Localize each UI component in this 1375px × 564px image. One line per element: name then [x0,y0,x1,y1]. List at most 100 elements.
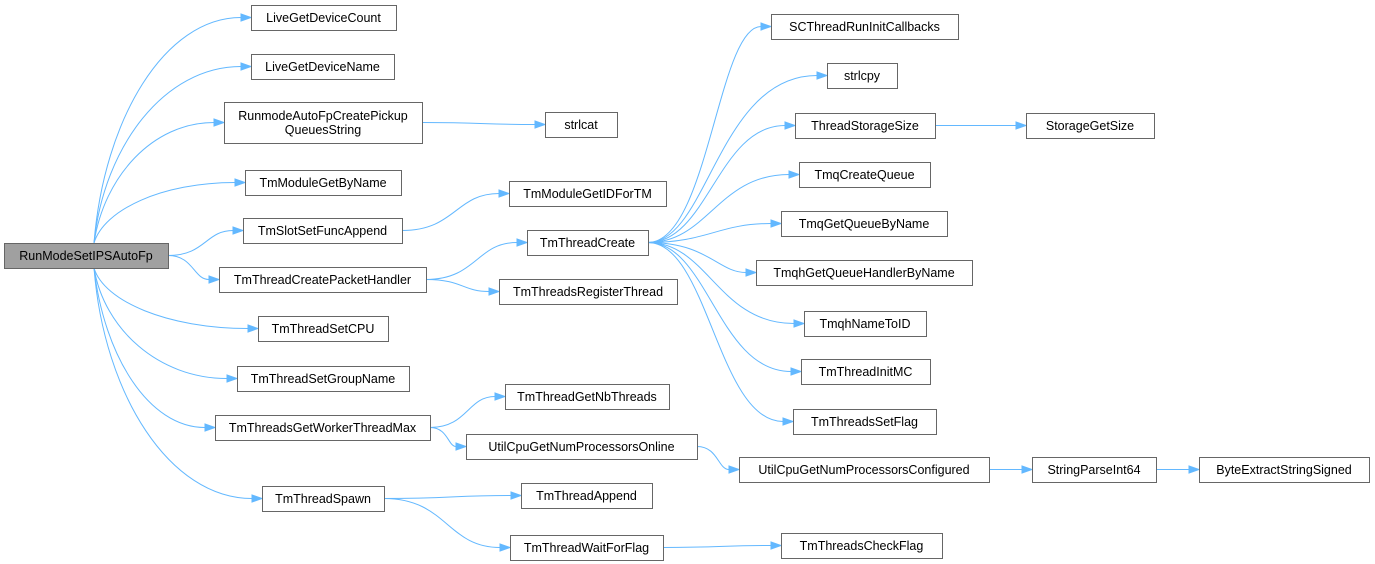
edge-line [93,182,236,244]
node-box [521,483,653,509]
node-sc-thread-run-init-callbacks[interactable]: SCThreadRunInitCallbacks [771,14,959,40]
node-tm-thread-append[interactable]: TmThreadAppend [521,483,653,509]
node-box [804,311,927,337]
edge-ttcph-to-ttrt [425,279,501,296]
node-box [756,260,973,286]
node-tm-threads-get-worker-thread-max[interactable]: TmThreadsGetWorkerThreadMax [215,415,431,441]
node-label: TmModuleGetIDForTM [523,187,652,201]
node-box [781,533,943,559]
edge-line [425,242,518,280]
node-tm-thread-spawn[interactable]: TmThreadSpawn [262,486,385,512]
edge-ucgnpo-to-ucgnpc [696,446,741,474]
edge-ttc-to-ttsf [647,242,795,426]
node-tmq-get-queue-by-name[interactable]: TmqGetQueueByName [781,211,948,237]
arrowhead-icon [793,319,806,328]
node-label: UtilCpuGetNumProcessorsConfigured [758,463,969,477]
arrowhead-icon [499,543,512,552]
node-tm-thread-create-packet-handler[interactable]: TmThreadCreatePacketHandler [219,267,427,293]
node-tm-thread-set-cpu[interactable]: TmThreadSetCPU [258,316,389,342]
edge-line [429,396,496,428]
node-util-cpu-get-num-processors-configured[interactable]: UtilCpuGetNumProcessorsConfigured [739,457,990,483]
edge-spi64-to-bess [1156,465,1201,474]
node-box [4,243,169,269]
edge-root-to-rafcp [93,118,226,244]
node-tm-thread-create[interactable]: TmThreadCreate [527,230,649,256]
node-box [793,409,937,435]
node-label: strlcpy [844,69,881,83]
edge-root-to-ttscpu [93,267,260,333]
node-box [799,162,931,188]
node-box [243,218,403,244]
edge-ttc-to-ttimc [647,242,803,376]
node-tm-threads-set-flag[interactable]: TmThreadsSetFlag [793,409,937,435]
node-box [827,63,898,89]
node-tm-threads-register-thread[interactable]: TmThreadsRegisterThread [499,279,678,305]
node-util-cpu-get-num-processors-online[interactable]: UtilCpuGetNumProcessorsOnline [466,434,698,460]
node-string-parse-int64[interactable]: StringParseInt64 [1032,457,1157,483]
node-box [262,486,385,512]
node-storage-get-size[interactable]: StorageGetSize [1026,113,1155,139]
node-label: TmThreadInitMC [819,365,913,379]
edge-root-to-tts [93,267,264,503]
node-tmqh-get-queue-handler-by-name[interactable]: TmqhGetQueueHandlerByName [756,260,973,286]
edge-ucgnpc-to-spi64 [989,465,1034,474]
node-tm-thread-init-mc[interactable]: TmThreadInitMC [801,359,931,385]
edge-ttc-to-strlcpy [647,71,829,243]
node-label: TmThreadSetCPU [272,322,375,336]
arrowhead-icon [534,120,547,129]
node-tm-module-get-id-for-tm[interactable]: TmModuleGetIDForTM [509,181,667,207]
node-strlcpy[interactable]: strlcpy [827,63,898,89]
arrowhead-icon [232,226,245,235]
edge-line [93,267,249,329]
node-live-get-device-count[interactable]: LiveGetDeviceCount [251,5,397,31]
node-run-mode-set-ips-auto-fp[interactable]: RunModeSetIPSAutoFp [4,243,169,269]
edge-line [425,279,490,292]
arrowhead-icon [745,268,758,277]
node-tm-thread-wait-for-flag[interactable]: TmThreadWaitForFlag [510,535,664,561]
edge-line [167,230,234,256]
arrowhead-icon [816,71,829,80]
node-label: TmSlotSetFuncAppend [258,224,387,238]
node-tmqh-name-to-id[interactable]: TmqhNameToID [804,311,927,337]
arrowhead-icon [240,62,253,71]
node-tm-slot-set-func-append[interactable]: TmSlotSetFuncAppend [243,218,403,244]
arrowhead-icon [1188,465,1201,474]
node-live-get-device-name[interactable]: LiveGetDeviceName [251,54,395,80]
edge-root-to-ttsgn [93,267,239,383]
edge-line [429,427,457,447]
node-label: TmThreadAppend [536,489,637,503]
edge-line [421,122,536,125]
node-label: StorageGetSize [1046,119,1134,133]
node-tmq-create-queue[interactable]: TmqCreateQueue [799,162,931,188]
node-box [545,112,618,138]
edge-line [93,267,228,379]
arrowhead-icon [788,170,801,179]
node-box [219,267,427,293]
node-tm-thread-get-nb-threads[interactable]: TmThreadGetNbThreads [505,384,670,410]
edge-ttc-to-tmqgqbn [647,219,783,243]
arrowhead-icon [510,491,523,500]
node-box [466,434,698,460]
edge-ttcph-to-ttc [425,238,529,280]
node-strlcat[interactable]: strlcat [545,112,618,138]
edge-ttc-to-tmqhgq [647,242,758,277]
node-box [215,415,431,441]
arrowhead-icon [204,423,217,432]
node-byte-extract-string-signed[interactable]: ByteExtractStringSigned [1199,457,1370,483]
node-tm-thread-set-group-name[interactable]: TmThreadSetGroupName [237,366,410,392]
node-label: ThreadStorageSize [811,119,919,133]
arrowhead-icon [784,121,797,130]
arrowhead-icon [770,219,783,228]
node-tm-module-get-by-name[interactable]: TmModuleGetByName [245,170,402,196]
edge-line [662,545,772,548]
node-thread-storage-size[interactable]: ThreadStorageSize [795,113,936,139]
node-label: TmThreadsGetWorkerThreadMax [229,421,417,435]
node-label: TmThreadsCheckFlag [800,539,924,553]
edge-tssfa-to-tmgid [401,189,511,231]
node-tm-threads-check-flag[interactable]: TmThreadsCheckFlag [781,533,943,559]
node-box [739,457,990,483]
node-box [795,113,936,139]
edge-line [93,17,242,244]
edge-line [647,242,784,422]
